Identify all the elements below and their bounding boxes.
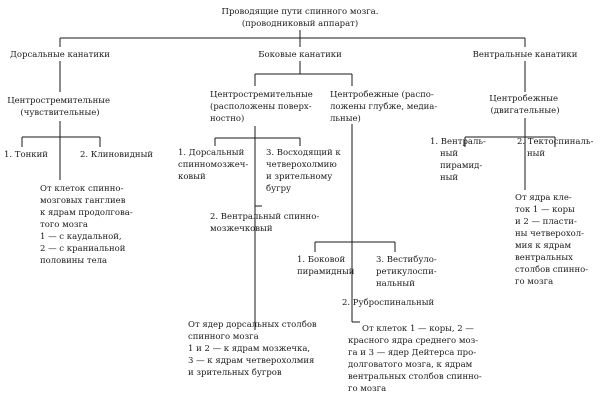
text-line: ковый: [178, 172, 206, 182]
text-line: мозжечковый: [210, 224, 273, 234]
dorsal-tract-cuneate: 2. Клиновидный: [80, 150, 153, 160]
text-line: 1 и 2 — к ядрам мозжечка,: [188, 344, 310, 354]
ventral-column-heading: Вентральные канатики: [473, 50, 578, 60]
lateral-tract-rubrospinal: 2. Руброспинальный: [342, 297, 434, 308]
text-line: 2 — с краниальной: [40, 244, 126, 254]
text-line: Центростремительные: [210, 90, 313, 100]
text-line: 1. Вентраль-: [430, 137, 486, 147]
text-line: Центробежные (распо-: [330, 89, 434, 100]
dorsal-tract-thin: 1. Тонкий: [4, 150, 48, 160]
ventral-tract-ventral-pyramidal: 1. Вентраль- ный пирамид- ный: [430, 137, 489, 183]
text-line: долговатого мозга, к ядрам: [348, 360, 473, 370]
text-line: 2. Вентральный спинно-: [210, 212, 319, 222]
text-line: мия к ядрам: [515, 241, 571, 251]
lateral-tract-vestibuloreticulospinal: 3. Вестибуло- ретикулоспи- нальный: [376, 254, 439, 289]
diagram-title-line2: (проводниковый аппарат): [242, 18, 358, 29]
lateral-tract-ventral-spinocerebellar: 2. Вентральный спинно- мозжечковый: [210, 212, 322, 234]
text-line: пирамидный: [297, 267, 355, 277]
text-line: ретикулоспи-: [376, 267, 437, 277]
text-line: 3. Вестибуло-: [376, 254, 437, 265]
text-line: 3. Восходящий к: [266, 148, 341, 158]
text-line: вентральных столбов спинно-: [348, 371, 482, 382]
lateral-centrifugal-origin-text: От клеток 1 — коры, 2 — красного ядра ср…: [348, 324, 484, 394]
text-line: половины тела: [40, 256, 107, 266]
text-line: пирамид-: [440, 161, 482, 171]
text-line: 3 — к ядрам четверохолмия: [188, 356, 314, 366]
text-line: и зрительных бугров: [188, 367, 282, 378]
text-line: От клеток 1 — коры, 2 —: [362, 324, 474, 334]
connector-lines: [21, 30, 556, 330]
text-line: Центростремительные: [7, 96, 110, 106]
text-line: столбов спинно-: [515, 264, 588, 275]
text-line: ный: [440, 149, 458, 159]
dorsal-column-heading: Дорсальные канатики: [10, 50, 110, 60]
text-line: и зрительному: [266, 172, 332, 182]
text-line: спинномозжеч-: [178, 160, 248, 170]
lateral-centrifugal-label: Центробежные (распо- ложены глубже, меди…: [330, 89, 440, 124]
lateral-column-heading: Боковые канатики: [258, 50, 342, 60]
text-line: ложены глубже, медиа-: [330, 101, 437, 112]
text-line: От клеток спинно-: [40, 184, 123, 194]
text-line: ток 1 — коры: [515, 205, 575, 215]
text-line: (расположены поверх-: [210, 101, 312, 112]
text-line: От ядра кле-: [515, 193, 572, 203]
text-line: и 2 — пласти-: [515, 217, 577, 227]
text-line: 1 — с каудальной,: [40, 232, 122, 242]
text-line: нальный: [376, 279, 415, 289]
ventral-group-label: Центробежные (двигательные): [489, 93, 561, 116]
text-line: ны четверохол-: [515, 229, 584, 239]
text-line: бугру: [266, 183, 291, 194]
text-line: ностно): [210, 113, 244, 124]
text-line: Центробежные: [489, 93, 558, 104]
diagram-title-line1: Проводящие пути спинного мозга.: [222, 7, 379, 17]
text-line: 1. Дорсальный: [178, 148, 245, 158]
dorsal-origin-text: От клеток спинно- мозговых ганглиев к яд…: [40, 184, 135, 266]
text-line: 1. Боковой: [297, 255, 346, 265]
text-line: вентральных: [515, 253, 573, 263]
text-line: га и 3 — ядер Дейтерса про-: [348, 348, 476, 358]
lateral-centripetal-label: Центростремительные (расположены поверх-…: [210, 90, 316, 124]
text-line: льные): [330, 113, 361, 124]
lateral-centripetal-origin-text: От ядер дорсальных столбов спинного мозг…: [188, 319, 319, 378]
text-line: мозговых ганглиев: [40, 196, 126, 206]
text-line: спинного мозга: [188, 332, 259, 342]
text-line: го мозга: [348, 384, 386, 394]
text-line: От ядер дорсальных столбов: [188, 319, 317, 330]
text-line: ный: [527, 149, 545, 159]
text-line: (двигательные): [490, 105, 559, 116]
text-line: четверохолмию: [266, 160, 337, 170]
ventral-tract-tectospinal: 2. Тектоспиналь- ный: [517, 137, 596, 159]
lateral-tract-ascending: 3. Восходящий к четверохолмию и зрительн…: [266, 148, 343, 194]
text-line: красного ядра среднего моз-: [348, 336, 478, 346]
lateral-tract-lateral-pyramidal: 1. Боковой пирамидный: [297, 255, 355, 277]
text-line: того мозга: [40, 220, 88, 230]
lateral-tract-dorsal-spinocerebellar: 1. Дорсальный спинномозжеч- ковый: [178, 148, 251, 182]
text-line: го мозга: [515, 277, 553, 287]
text-line: ный: [440, 173, 458, 183]
dorsal-group-label: Центростремительные (чувствительные): [7, 96, 113, 118]
text-line: к ядрам продолговa-: [40, 208, 133, 218]
text-line: 2. Тектоспиналь-: [517, 137, 593, 147]
ventral-origin-text: От ядра кле- ток 1 — коры и 2 — пласти- …: [515, 193, 591, 287]
text-line: (чувствительные): [20, 107, 99, 118]
